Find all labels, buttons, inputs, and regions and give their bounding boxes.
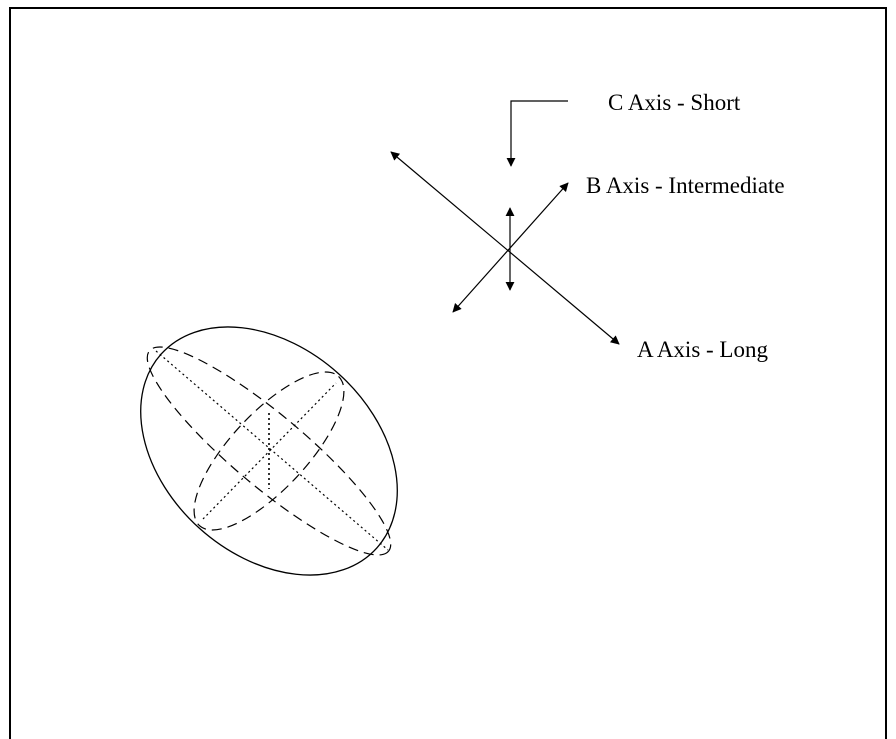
long-axis-section	[146, 346, 392, 556]
a-axis-arrow	[390, 151, 620, 345]
intermediate-axis-dotted	[202, 382, 337, 520]
ellipsoid	[140, 326, 398, 576]
c-axis-callout: C Axis - Short	[506, 90, 741, 167]
b-axis-label: B Axis - Intermediate	[586, 173, 785, 198]
a-axis-label: A Axis - Long	[637, 337, 768, 362]
c-axis-label: C Axis - Short	[608, 90, 741, 115]
intermediate-axis-section	[193, 371, 345, 531]
axes-cross	[390, 151, 620, 345]
long-axis-dotted	[155, 350, 389, 551]
frame-border	[9, 7, 887, 739]
c-axis-leader-line	[506, 100, 568, 167]
ellipsoid-outline	[140, 326, 398, 576]
